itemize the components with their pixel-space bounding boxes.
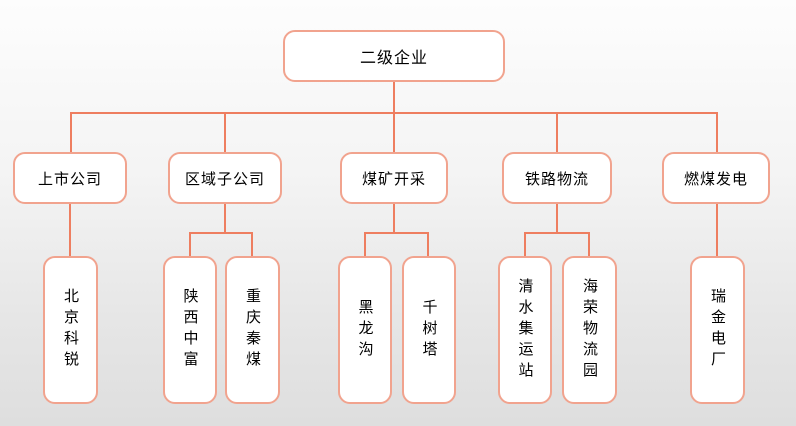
node-label: 上市公司 (37, 171, 102, 188)
node-hairong-logistics-park[interactable]: 海荣物流园 (562, 256, 617, 404)
node-beijing-kerui[interactable]: 北京科锐 (43, 256, 98, 404)
connector-line (251, 232, 253, 256)
node-label: 重庆秦煤 (244, 288, 260, 372)
connector-line (427, 232, 429, 256)
node-ruijin-power-plant[interactable]: 瑞金电厂 (690, 256, 745, 404)
node-label: 燃煤发电 (683, 171, 748, 188)
connector-line (224, 204, 226, 234)
connector-line (524, 232, 526, 256)
connector-line (716, 204, 718, 256)
connector-line (70, 112, 72, 152)
node-label: 铁路物流 (524, 171, 589, 188)
node-label: 千树塔 (420, 298, 437, 362)
connector-line (588, 232, 590, 256)
connector-line (364, 232, 429, 234)
connector-line (524, 232, 590, 234)
node-label: 清水集运站 (516, 277, 533, 383)
connector-line (393, 112, 395, 152)
connector-line (364, 232, 366, 256)
node-label: 黑龙沟 (356, 298, 373, 362)
node-listed-company[interactable]: 上市公司 (13, 152, 127, 204)
node-regional-subsidiary[interactable]: 区域子公司 (168, 152, 282, 204)
connector-line (556, 204, 558, 234)
node-label: 北京科锐 (62, 288, 78, 372)
node-coal-mining[interactable]: 煤矿开采 (340, 152, 448, 204)
node-shaanxi-zhongfu[interactable]: 陕西中富 (163, 256, 217, 404)
node-qingshui-terminal[interactable]: 清水集运站 (498, 256, 552, 404)
connector-line (69, 204, 71, 256)
connector-line (224, 112, 226, 152)
node-label: 区域子公司 (184, 171, 265, 188)
node-label: 海荣物流园 (581, 277, 597, 383)
node-label: 二级企业 (359, 50, 428, 67)
node-label: 陕西中富 (181, 288, 198, 372)
connector-line (189, 232, 191, 256)
connector-line (189, 232, 253, 234)
connector-line (716, 112, 718, 152)
node-secondary-enterprise[interactable]: 二级企业 (283, 30, 505, 82)
connector-line (393, 82, 395, 114)
node-label: 瑞金电厂 (709, 288, 725, 372)
connector-line (556, 112, 558, 152)
connector-line (393, 204, 395, 234)
node-qianshuta[interactable]: 千树塔 (402, 256, 456, 404)
node-label: 煤矿开采 (361, 171, 426, 188)
node-railway-logistics[interactable]: 铁路物流 (502, 152, 612, 204)
node-chongqing-qinmei[interactable]: 重庆秦煤 (225, 256, 280, 404)
node-coal-power[interactable]: 燃煤发电 (662, 152, 770, 204)
node-heilonggou[interactable]: 黑龙沟 (338, 256, 392, 404)
